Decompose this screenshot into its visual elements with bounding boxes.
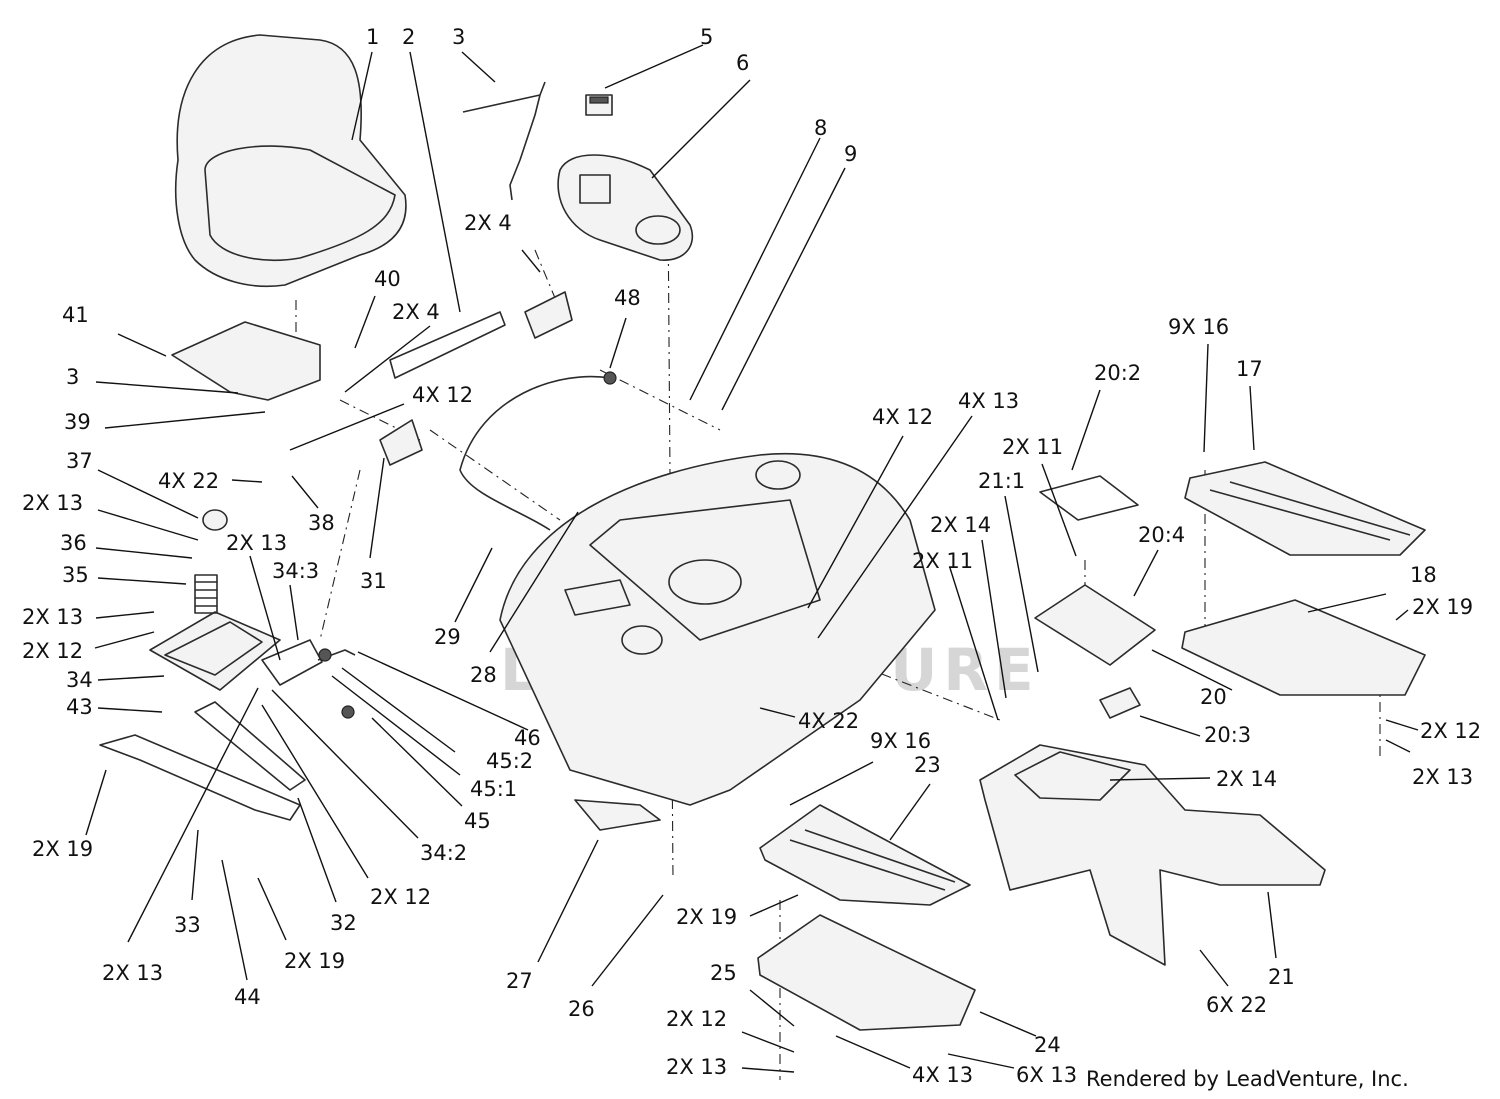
part-rod-45 [317, 648, 356, 719]
callout-label: 6X 22 [1206, 993, 1267, 1017]
callout-label: 9 [844, 142, 857, 166]
callout-label: 2X 13 [1412, 765, 1473, 789]
callout-label: 17 [1236, 357, 1263, 381]
callout-label: 48 [614, 286, 641, 310]
part-plate-20 [1034, 584, 1156, 719]
part-knob-37 [202, 509, 228, 531]
callout-label: 34 [66, 668, 93, 692]
callout-label: 37 [66, 449, 93, 473]
part-footrest-23 [759, 804, 971, 906]
callout-label: 20 [1200, 685, 1227, 709]
callout-label: 29 [434, 625, 461, 649]
part-decal-20-2 [1039, 475, 1139, 521]
callout-label: 4X 22 [798, 709, 859, 733]
callout-label: 3 [452, 25, 465, 49]
callout-label: 4X 12 [412, 383, 473, 407]
callout-label: 2X 14 [1216, 767, 1277, 791]
callout-label: 45 [464, 809, 491, 833]
callout-label: 2X 12 [1420, 719, 1481, 743]
callout-label: 9X 16 [1168, 315, 1229, 339]
callout-label: 43 [66, 695, 93, 719]
callout-label: 34:3 [272, 559, 319, 583]
callout-label: 8 [814, 116, 827, 140]
callout-label: 2X 19 [284, 949, 345, 973]
callout-label: 44 [234, 985, 261, 1009]
part-spring-35 [194, 574, 218, 614]
callout-label: 36 [60, 531, 87, 555]
part-switch-5 [585, 94, 613, 116]
callout-label: 2X 19 [32, 837, 93, 861]
credit-text: Rendered by LeadVenture, Inc. [1086, 1067, 1409, 1091]
callout-label: 2X 13 [666, 1055, 727, 1079]
part-seat-plate [171, 321, 321, 401]
part-console-6 [557, 154, 694, 261]
callout-label: 28 [470, 663, 497, 687]
callout-label: 4X 13 [958, 389, 1019, 413]
callout-label: 2X 14 [930, 513, 991, 537]
callout-label: 2X 19 [1412, 595, 1473, 619]
callout-label: 3 [66, 365, 79, 389]
callout-label: 2X 4 [392, 300, 440, 324]
callout-label: 2X 12 [370, 885, 431, 909]
callout-label: 33 [174, 913, 201, 937]
part-wire-48 [459, 371, 617, 531]
callout-label: 45:2 [486, 749, 533, 773]
part-decal-2 [389, 311, 506, 379]
callout-label: 27 [506, 969, 533, 993]
callout-label: 2X 11 [1002, 435, 1063, 459]
callout-label: 5 [700, 25, 713, 49]
callout-label: 2X 19 [676, 905, 737, 929]
callout-label: 39 [64, 410, 91, 434]
callout-label: 38 [308, 511, 335, 535]
callout-label: 2X 4 [464, 211, 512, 235]
callout-label: 1 [366, 25, 379, 49]
part-footrest-17 [1184, 461, 1426, 556]
callout-label: 21 [1268, 965, 1295, 989]
callout-label: 2X 13 [22, 491, 83, 515]
callout-label: 45:1 [470, 777, 517, 801]
callout-label: 21:1 [978, 469, 1025, 493]
part-body-21 [979, 744, 1326, 966]
callout-label: 4X 13 [912, 1063, 973, 1087]
callout-label: 35 [62, 563, 89, 587]
callout-label: 40 [374, 267, 401, 291]
callout-label: 31 [360, 569, 387, 593]
callout-label: 2X 13 [102, 961, 163, 985]
part-plate-24 [757, 914, 976, 1031]
callout-label: 2X 13 [226, 531, 287, 555]
part-seat-frame [99, 611, 323, 821]
part-harness-3 [462, 81, 546, 201]
callout-label: 2X 12 [666, 1007, 727, 1031]
part-fender [499, 452, 936, 806]
callout-label: 41 [62, 303, 89, 327]
part-mount-27 [574, 799, 661, 831]
callout-label: 2X 13 [22, 605, 83, 629]
callout-label: 20:2 [1094, 361, 1141, 385]
callout-label: 2X 12 [22, 639, 83, 663]
part-plate-18 [1181, 599, 1426, 696]
callout-label: 6X 13 [1016, 1063, 1077, 1087]
callout-label: 20:3 [1204, 723, 1251, 747]
callout-labels: 1 2 3 5 6 8 9 2X 4 40 2X 4 48 41 3 39 4X… [22, 25, 1481, 1087]
callout-label: 4X 22 [158, 469, 219, 493]
callout-label: 32 [330, 911, 357, 935]
callout-label: 25 [710, 961, 737, 985]
callout-label: 20:4 [1138, 523, 1185, 547]
leader-lines [85, 44, 1419, 1073]
callout-label: 4X 12 [872, 405, 933, 429]
callout-label: 2X 11 [912, 549, 973, 573]
callout-label: 18 [1410, 563, 1437, 587]
callout-label: 24 [1034, 1033, 1061, 1057]
callout-label: 26 [568, 997, 595, 1021]
callout-label: 23 [914, 753, 941, 777]
callout-label: 2 [402, 25, 415, 49]
callout-label: 46 [514, 726, 541, 750]
callout-label: 34:2 [420, 841, 467, 865]
part-bracket-2x4 [379, 291, 573, 466]
part-seat [174, 34, 407, 288]
callout-label: 9X 16 [870, 729, 931, 753]
callout-label: 6 [736, 51, 749, 75]
